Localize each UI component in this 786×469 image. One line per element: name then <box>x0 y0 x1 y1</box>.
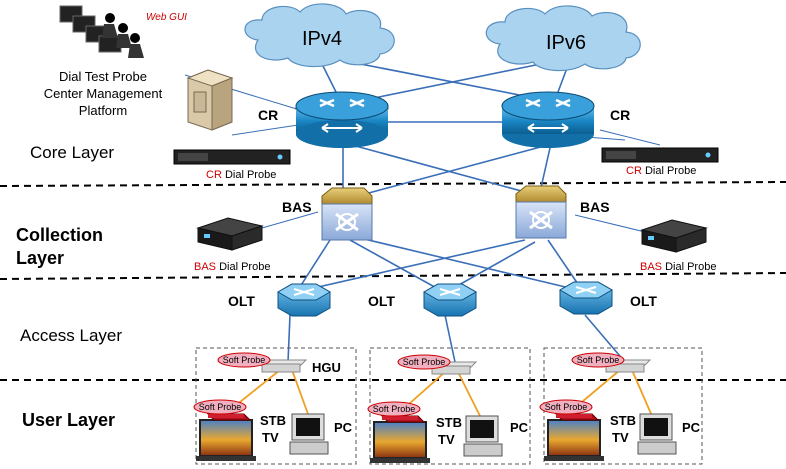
stb-label: STB <box>610 413 636 428</box>
cr-left-label: CR <box>258 107 278 123</box>
probe-links <box>184 74 661 233</box>
olt-middle <box>422 283 478 317</box>
collection-layer-label-line2: Layer <box>16 248 64 268</box>
bas-suffix: Dial Probe <box>216 261 270 273</box>
cloud-ipv4: IPv4 <box>244 3 395 68</box>
bas-right-label: BAS <box>580 199 610 215</box>
soft-probe-stb-left: Soft Probe <box>193 399 247 415</box>
core-links <box>287 59 626 363</box>
operator-workstations-icon <box>59 5 144 58</box>
core-router-right <box>501 91 595 148</box>
soft-probe-label: Soft Probe <box>373 404 416 414</box>
soft-probe-stb-middle: Soft Probe <box>367 401 421 417</box>
olt-right-label: OLT <box>630 293 657 309</box>
hgu-label: HGU <box>312 360 341 375</box>
cr-suffix: Dial Probe <box>642 165 696 177</box>
soft-probe-label: Soft Probe <box>577 355 620 365</box>
soft-probe-hgu-right: Soft Probe <box>571 352 625 368</box>
stb-label: STB <box>260 413 286 428</box>
cr-prefix: CR <box>206 169 222 181</box>
bas-left <box>321 187 373 241</box>
platform-label-line1: Dial Test Probe <box>59 69 147 84</box>
cr-right-label: CR <box>610 107 630 123</box>
cr-dial-probe-right-label: CR Dial Probe <box>626 165 696 177</box>
soft-probe-label: Soft Probe <box>223 355 266 365</box>
stb-label: STB <box>436 415 462 430</box>
server-icon <box>186 69 234 131</box>
bas-prefix: BAS <box>194 261 216 273</box>
olt-left-label: OLT <box>228 293 255 309</box>
platform-label-line2: Center Management <box>44 86 163 101</box>
tv-label: TV <box>612 430 629 445</box>
bas-dial-probe-right <box>640 219 708 253</box>
bas-prefix: BAS <box>640 261 662 273</box>
cr-suffix: Dial Probe <box>222 169 276 181</box>
cloud-ipv6: IPv6 <box>485 5 641 72</box>
olt-right <box>558 281 614 315</box>
cr-dial-probe-left <box>173 149 291 165</box>
olt-left <box>276 283 332 317</box>
pc-right <box>637 413 677 455</box>
layer-separators <box>0 181 786 381</box>
separator-collection-access <box>0 272 786 280</box>
olt-middle-label: OLT <box>368 293 395 309</box>
bas-dial-probe-right-label: BAS Dial Probe <box>640 261 716 273</box>
soft-probe-hgu-middle: Soft Probe <box>397 354 451 370</box>
core-layer-label: Core Layer <box>30 143 114 162</box>
stb-tv-left <box>196 413 256 461</box>
bas-left-label: BAS <box>282 199 312 215</box>
soft-probe-label: Soft Probe <box>545 402 588 412</box>
tv-label: TV <box>438 432 455 447</box>
bas-dial-probe-left-label: BAS Dial Probe <box>194 261 270 273</box>
soft-probe-hgu-left: Soft Probe <box>217 352 271 368</box>
pc-label: PC <box>334 420 353 435</box>
cr-dial-probe-left-label: CR Dial Probe <box>206 169 276 181</box>
tv-label: TV <box>262 430 279 445</box>
bas-right <box>515 185 567 239</box>
cloud-ipv4-label: IPv4 <box>302 28 342 50</box>
collection-layer-label-line1: Collection <box>16 225 103 245</box>
stb-tv-middle <box>370 415 430 463</box>
user-layer-label: User Layer <box>22 410 115 430</box>
access-layer-label: Access Layer <box>20 326 122 345</box>
pc-left <box>289 413 329 455</box>
management-platform: Web GUI Dial Test Probe Center Managemen… <box>44 5 234 131</box>
core-router-left <box>295 91 389 148</box>
cloud-ipv6-label: IPv6 <box>546 32 586 54</box>
cr-dial-probe-right <box>601 147 719 163</box>
pc-label: PC <box>682 420 701 435</box>
cr-prefix: CR <box>626 165 642 177</box>
soft-probe-label: Soft Probe <box>199 402 242 412</box>
web-gui-label: Web GUI <box>146 12 187 23</box>
soft-probe-stb-right: Soft Probe <box>539 399 593 415</box>
platform-label-line3: Platform <box>79 103 127 118</box>
bas-suffix: Dial Probe <box>662 261 716 273</box>
stb-tv-right <box>544 413 604 461</box>
bas-dial-probe-left <box>196 217 264 251</box>
pc-label: PC <box>510 420 529 435</box>
pc-middle <box>463 415 503 457</box>
soft-probe-label: Soft Probe <box>403 357 446 367</box>
separator-core-collection <box>0 181 786 187</box>
